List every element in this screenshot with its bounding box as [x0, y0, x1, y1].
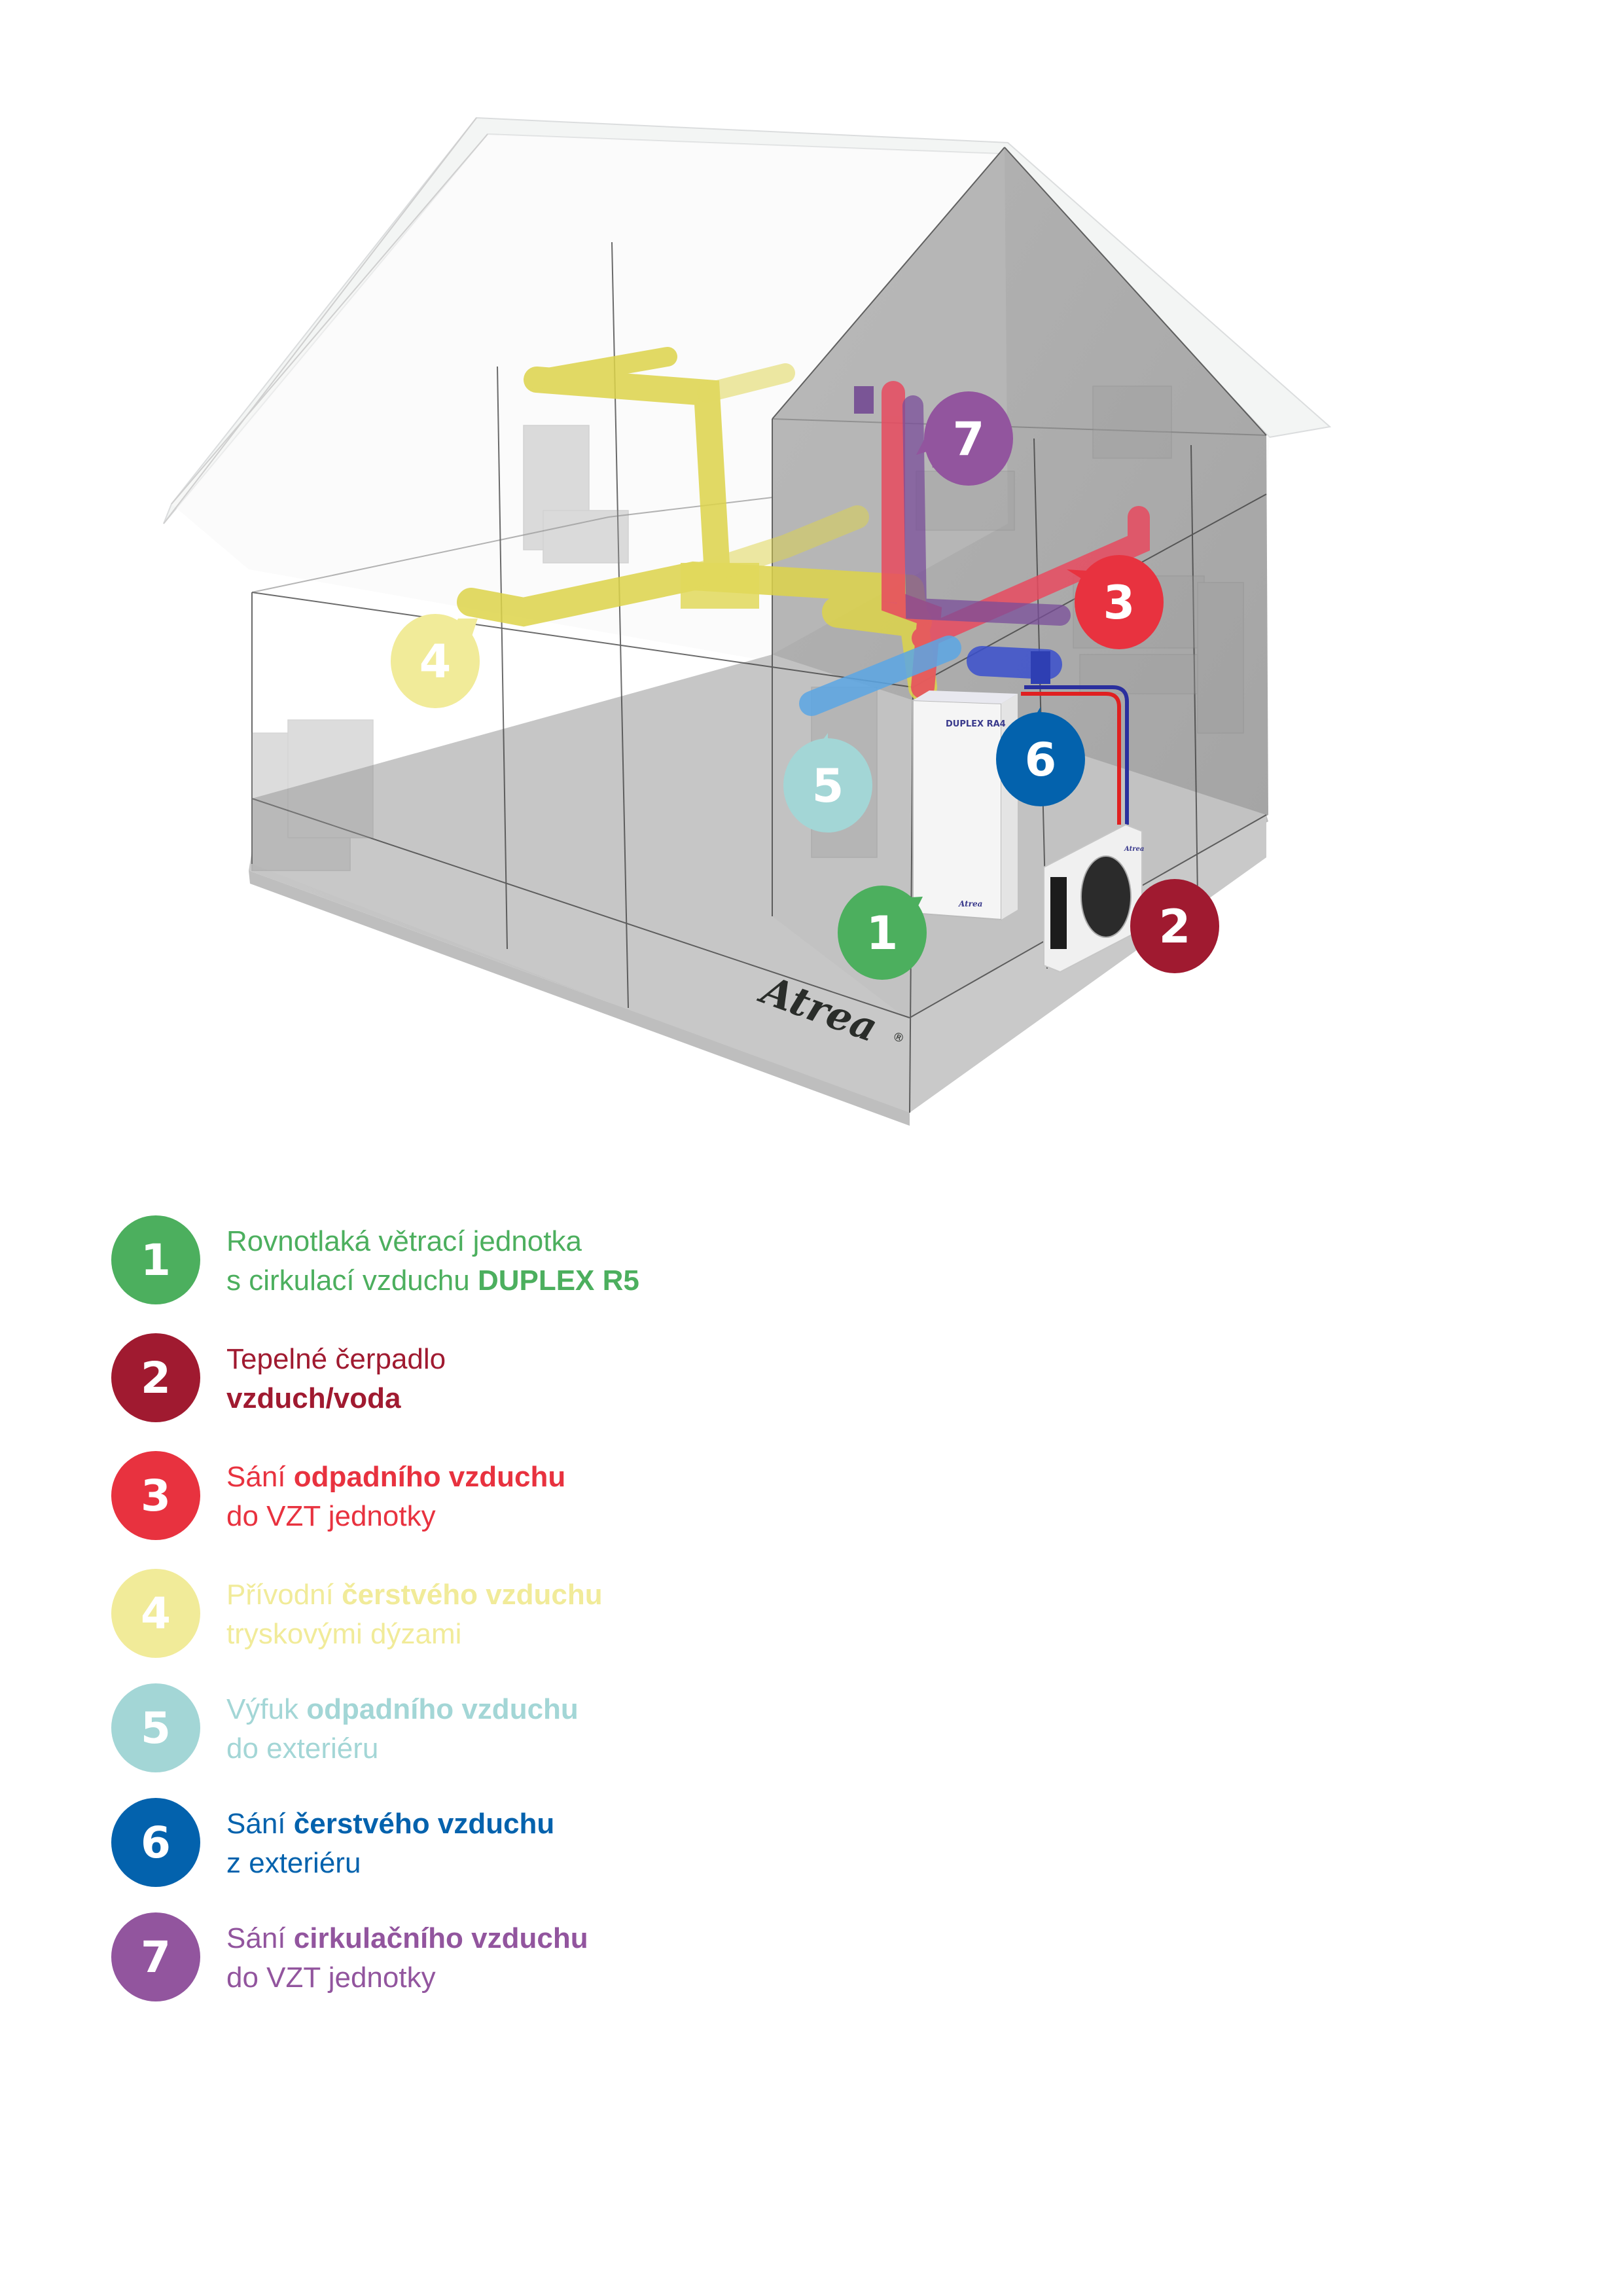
callout-1: 1: [838, 886, 927, 980]
legend-line-1: Rovnotlaká větrací jednotka: [226, 1222, 639, 1261]
legend-line-2: do VZT jednotky: [226, 1497, 565, 1536]
legend-text-regular: tryskovými dýzami: [226, 1618, 462, 1650]
callout-6: 6: [996, 707, 1085, 806]
legend-text-regular: Sání: [226, 1808, 294, 1840]
legend-text-regular: Výfuk: [226, 1693, 307, 1725]
callout-bubbles: 1 2 3 4 5 6 7: [391, 391, 1219, 980]
callout-number: 4: [419, 635, 452, 689]
legend-text-regular: Přívodní: [226, 1579, 342, 1611]
legend-description: Rovnotlaká větrací jednotka s cirkulací v…: [226, 1222, 639, 1300]
callout-3: 3: [1067, 555, 1164, 649]
legend-line-2: s cirkulací vzduchu DUPLEX R5: [226, 1261, 639, 1300]
legend-number-badge: 6: [111, 1798, 200, 1887]
callout-circle: [783, 738, 872, 833]
legend-line-1: Sání cirkulačního vzduchu: [226, 1919, 588, 1958]
unit-model-label: DUPLEX RA4: [946, 719, 1006, 729]
callout-number: 5: [812, 759, 844, 813]
legend-line-2: z exteriéru: [226, 1844, 554, 1883]
callout-number: 1: [866, 906, 899, 960]
legend-item-1: 1 Rovnotlaká větrací jednotka s cirkulací …: [111, 1215, 897, 1307]
legend-number-badge: 1: [111, 1215, 200, 1304]
legend-text-regular: Sání: [226, 1461, 294, 1493]
circulation-grille: [854, 386, 874, 414]
callout-2: 2: [1130, 879, 1219, 973]
legend-text-regular: do VZT jednotky: [226, 1500, 436, 1532]
legend-line-1: Přívodní čerstvého vzduchu: [226, 1575, 603, 1615]
legend-item-2: 2 Tepelné čerpadlo vzduch/voda: [111, 1333, 897, 1425]
circulation-ducts: [902, 395, 1071, 626]
callout-circle: [391, 614, 480, 708]
callout-number: 7: [953, 412, 985, 466]
legend-description: Sání cirkulačního vzduchu do VZT jednotky: [226, 1919, 588, 1998]
legend-text-regular: do VZT jednotky: [226, 1962, 436, 1994]
legend-text-bold: DUPLEX R5: [477, 1265, 639, 1297]
legend-line-2: vzduch/voda: [226, 1379, 446, 1418]
legend-text-regular: s cirkulací vzduchu: [226, 1265, 478, 1297]
fresh-air-grille: [1031, 651, 1050, 684]
legend-line-1: Výfuk odpadního vzduchu: [226, 1690, 579, 1729]
legend-text-regular: Sání: [226, 1922, 294, 1954]
legend-line-1: Sání odpadního vzduchu: [226, 1458, 565, 1497]
legend-line-2: do exteriéru: [226, 1729, 579, 1768]
legend-line-2: tryskovými dýzami: [226, 1615, 603, 1654]
legend-text-bold: čerstvého vzduchu: [342, 1579, 603, 1611]
legend-number-badge: 2: [111, 1333, 200, 1422]
legend-item-7: 7 Sání cirkulačního vzduchu do VZT jednotk…: [111, 1912, 897, 2004]
callout-circle: [838, 886, 927, 980]
supply-ducts: [457, 347, 937, 702]
legend-text-regular: z exteriéru: [226, 1847, 361, 1879]
legend-description: Tepelné čerpadlo vzduch/voda: [226, 1340, 446, 1418]
legend-text-regular: Rovnotlaká větrací jednotka: [226, 1225, 582, 1257]
legend-number-badge: 3: [111, 1451, 200, 1540]
callout-5: 5: [783, 733, 872, 833]
callout-circle: [1130, 879, 1219, 973]
callout-4: 4: [391, 614, 480, 708]
callout-circle: [1075, 555, 1164, 649]
callout-circle: [996, 712, 1085, 806]
legend-text-regular: do exteriéru: [226, 1732, 379, 1765]
legend-number-badge: 7: [111, 1912, 200, 2001]
legend-text-bold: čerstvého vzduchu: [293, 1808, 555, 1840]
callout-7: 7: [916, 391, 1013, 486]
legend-text-regular: Tepelné čerpadlo: [226, 1343, 446, 1375]
legend-text-bold: odpadního vzduchu: [293, 1461, 566, 1493]
legend-line-1: Tepelné čerpadlo: [226, 1340, 446, 1379]
supply-distribution-box: [681, 563, 759, 609]
legend-number-badge: 4: [111, 1569, 200, 1658]
legend-text-bold: cirkulačního vzduchu: [293, 1922, 588, 1954]
callout-number: 3: [1103, 576, 1135, 630]
heat-pump-unit: Atrea: [1043, 823, 1144, 973]
unit-logo: Atrea: [958, 899, 982, 908]
ventilation-unit: DUPLEX RA4 Atrea: [912, 691, 1018, 921]
callout-number: 2: [1159, 900, 1191, 954]
legend-line-2: do VZT jednotky: [226, 1958, 588, 1998]
legend-line-1: Sání čerstvého vzduchu: [226, 1804, 554, 1844]
outdoor-unit-logo: Atrea: [1124, 846, 1144, 853]
callout-circle: [924, 391, 1013, 486]
legend-number-badge: 5: [111, 1683, 200, 1772]
refrigerant-lines: [1021, 685, 1129, 825]
exhaust-duct: [799, 636, 961, 716]
callout-number: 6: [1025, 733, 1057, 787]
legend-text-bold: odpadního vzduchu: [306, 1693, 579, 1725]
legend-text-bold: vzduch/voda: [226, 1382, 401, 1414]
